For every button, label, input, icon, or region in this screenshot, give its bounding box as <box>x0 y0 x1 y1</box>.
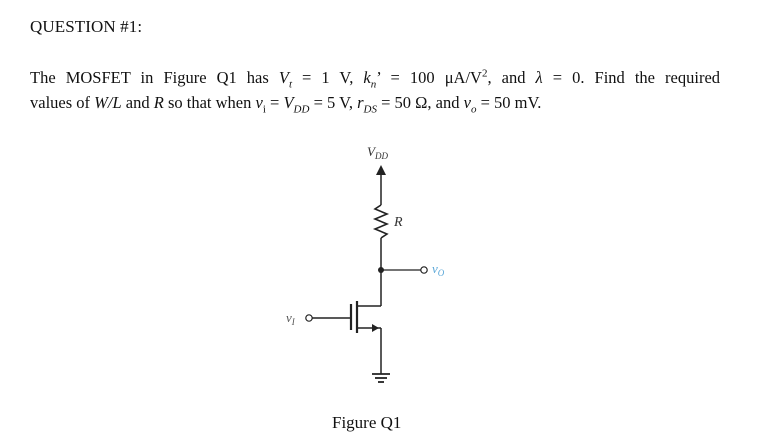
question-line-2: values of W/L and R so that when vi = VD… <box>30 93 542 116</box>
source-arrow-icon <box>372 324 379 332</box>
resistor-r <box>372 204 390 239</box>
vdd-arrow-icon <box>376 165 386 175</box>
input-terminal <box>305 314 313 322</box>
figure-caption: Figure Q1 <box>332 413 402 432</box>
vo-label: vO <box>432 261 445 278</box>
r-label: R <box>393 215 403 230</box>
question-title: QUESTION #1: <box>30 17 143 36</box>
vi-label: vI <box>286 310 296 327</box>
output-terminal <box>420 266 428 274</box>
ground-icon <box>372 373 390 383</box>
question-line-1: The MOSFET in Figure Q1 has Vt = 1 V, kn… <box>30 67 721 91</box>
vdd-label: VDD <box>367 144 388 161</box>
question-body: The MOSFET in Figure Q1 has Vt = 1 V, kn… <box>30 65 720 115</box>
